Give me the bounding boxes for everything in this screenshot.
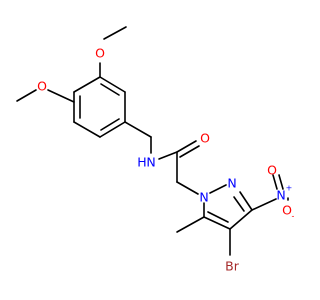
bond-n2-c3-2: [233, 196, 245, 212]
bond-ring-4: [73, 121, 101, 138]
atom-o-nitro-right: O: [282, 203, 292, 218]
molecule-structure-diagram: O O N H O N N N + O O - Br: [16, 26, 295, 274]
atom-o-nitro-charge: -: [292, 212, 295, 221]
bond-c4-c5-2: [207, 211, 229, 223]
atom-n-amide: N: [146, 155, 155, 170]
bond-methyl-o-left: [16, 89, 37, 102]
bond-n-carbonyl: [158, 151, 178, 160]
atom-n2-pyrazole: N: [227, 176, 236, 191]
bond-nitro-o-top-1: [272, 174, 278, 190]
bond-o-left-ring: [47, 89, 75, 103]
bond-ch2-n1: [176, 181, 199, 195]
bond-nitro-o-top-2: [278, 174, 284, 190]
bond-n1-n2: [209, 184, 227, 194]
bond-c5-methyl: [176, 216, 205, 233]
bond-c3-nitro: [251, 198, 277, 211]
atom-o-carbonyl: O: [200, 131, 210, 146]
atom-n-nitro: N: [276, 188, 285, 203]
bond-ring-double-a: [100, 83, 120, 96]
atom-n-nitro-charge: +: [286, 184, 293, 193]
bond-ring-double-b: [100, 118, 120, 131]
bonds: [16, 26, 289, 256]
atom-o-methoxy-top: O: [95, 46, 105, 61]
atom-labels: O O N H O N N N + O O - Br: [37, 46, 294, 274]
bond-ring-3: [99, 121, 126, 138]
atom-n1-pyrazole: N: [199, 190, 208, 205]
bond-methyl-o-top: [103, 26, 127, 40]
atom-br: Br: [225, 259, 240, 274]
bond-carbonyl-o-2: [179, 145, 200, 158]
atom-o-methoxy-left: O: [37, 79, 47, 94]
bond-c3-c4: [229, 209, 253, 230]
bond-ring-ch2: [124, 121, 152, 138]
bond-c4-c5-1: [203, 216, 231, 230]
bond-ring-1: [99, 76, 126, 93]
bond-n2-c3-1: [239, 191, 253, 211]
atom-h-amide: H: [137, 155, 146, 170]
bond-carbonyl-o-1: [176, 140, 197, 153]
bond-ring-6: [73, 76, 101, 93]
atom-o-nitro-top: O: [267, 163, 277, 178]
